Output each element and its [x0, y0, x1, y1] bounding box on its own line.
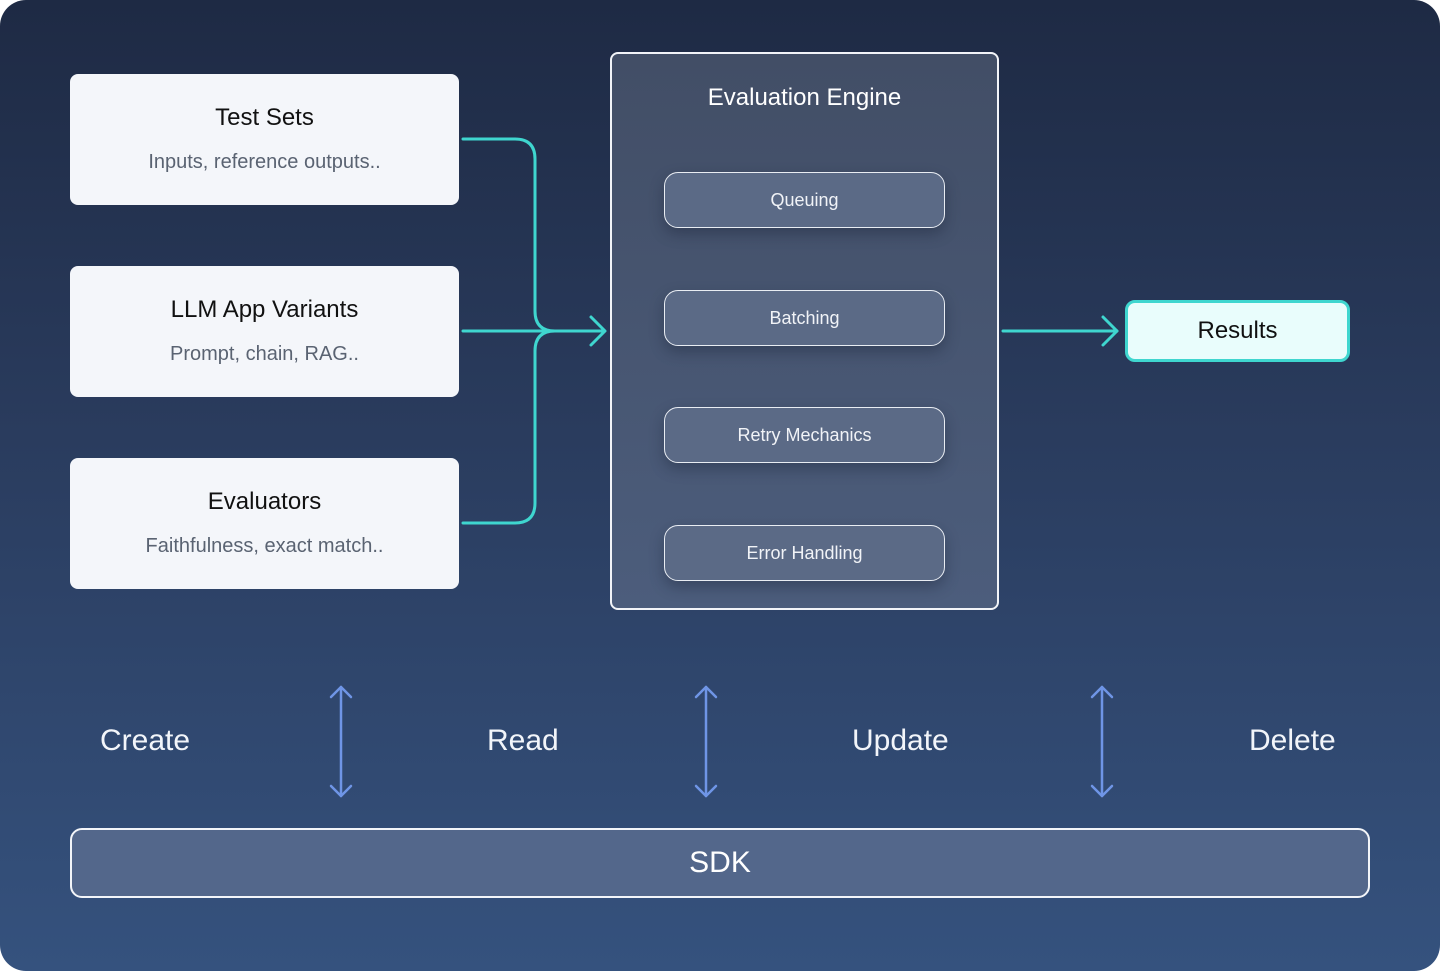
crud-label-read: Read [487, 724, 559, 757]
connector-evaluators [461, 329, 557, 525]
input-card-llm-app-variants: LLM App Variants Prompt, chain, RAG.. [70, 266, 459, 397]
input-card-evaluators: Evaluators Faithfulness, exact match.. [70, 458, 459, 589]
crud-label-create: Create [100, 724, 191, 757]
results-box: Results [1125, 300, 1350, 362]
double-arrow-create-read [329, 685, 353, 798]
card-subtitle: Prompt, chain, RAG.. [170, 343, 359, 365]
engine-step-queuing: Queuing [664, 172, 945, 228]
card-title: LLM App Variants [170, 296, 359, 323]
input-card-test-sets: Test Sets Inputs, reference outputs.. [70, 74, 459, 205]
card-subtitle: Faithfulness, exact match.. [145, 535, 384, 557]
engine-step-error-handling: Error Handling [664, 525, 945, 581]
engine-step-retry-mechanics: Retry Mechanics [664, 407, 945, 463]
engine-title: Evaluation Engine [707, 84, 902, 111]
crud-label-delete: Delete [1249, 724, 1336, 757]
arrowhead-engine [589, 315, 607, 347]
arrowhead-results [1101, 315, 1119, 347]
connector-test-sets [461, 137, 557, 333]
evaluation-engine-box: Evaluation Engine Queuing Batching Retry… [610, 52, 999, 610]
card-title: Evaluators [207, 488, 322, 515]
double-arrow-update-delete [1090, 685, 1114, 798]
double-arrow-read-update [694, 685, 718, 798]
card-subtitle: Inputs, reference outputs.. [148, 151, 381, 173]
sdk-bar: SDK [70, 828, 1370, 898]
crud-label-update: Update [852, 724, 949, 757]
card-title: Test Sets [215, 104, 314, 131]
engine-step-batching: Batching [664, 290, 945, 346]
